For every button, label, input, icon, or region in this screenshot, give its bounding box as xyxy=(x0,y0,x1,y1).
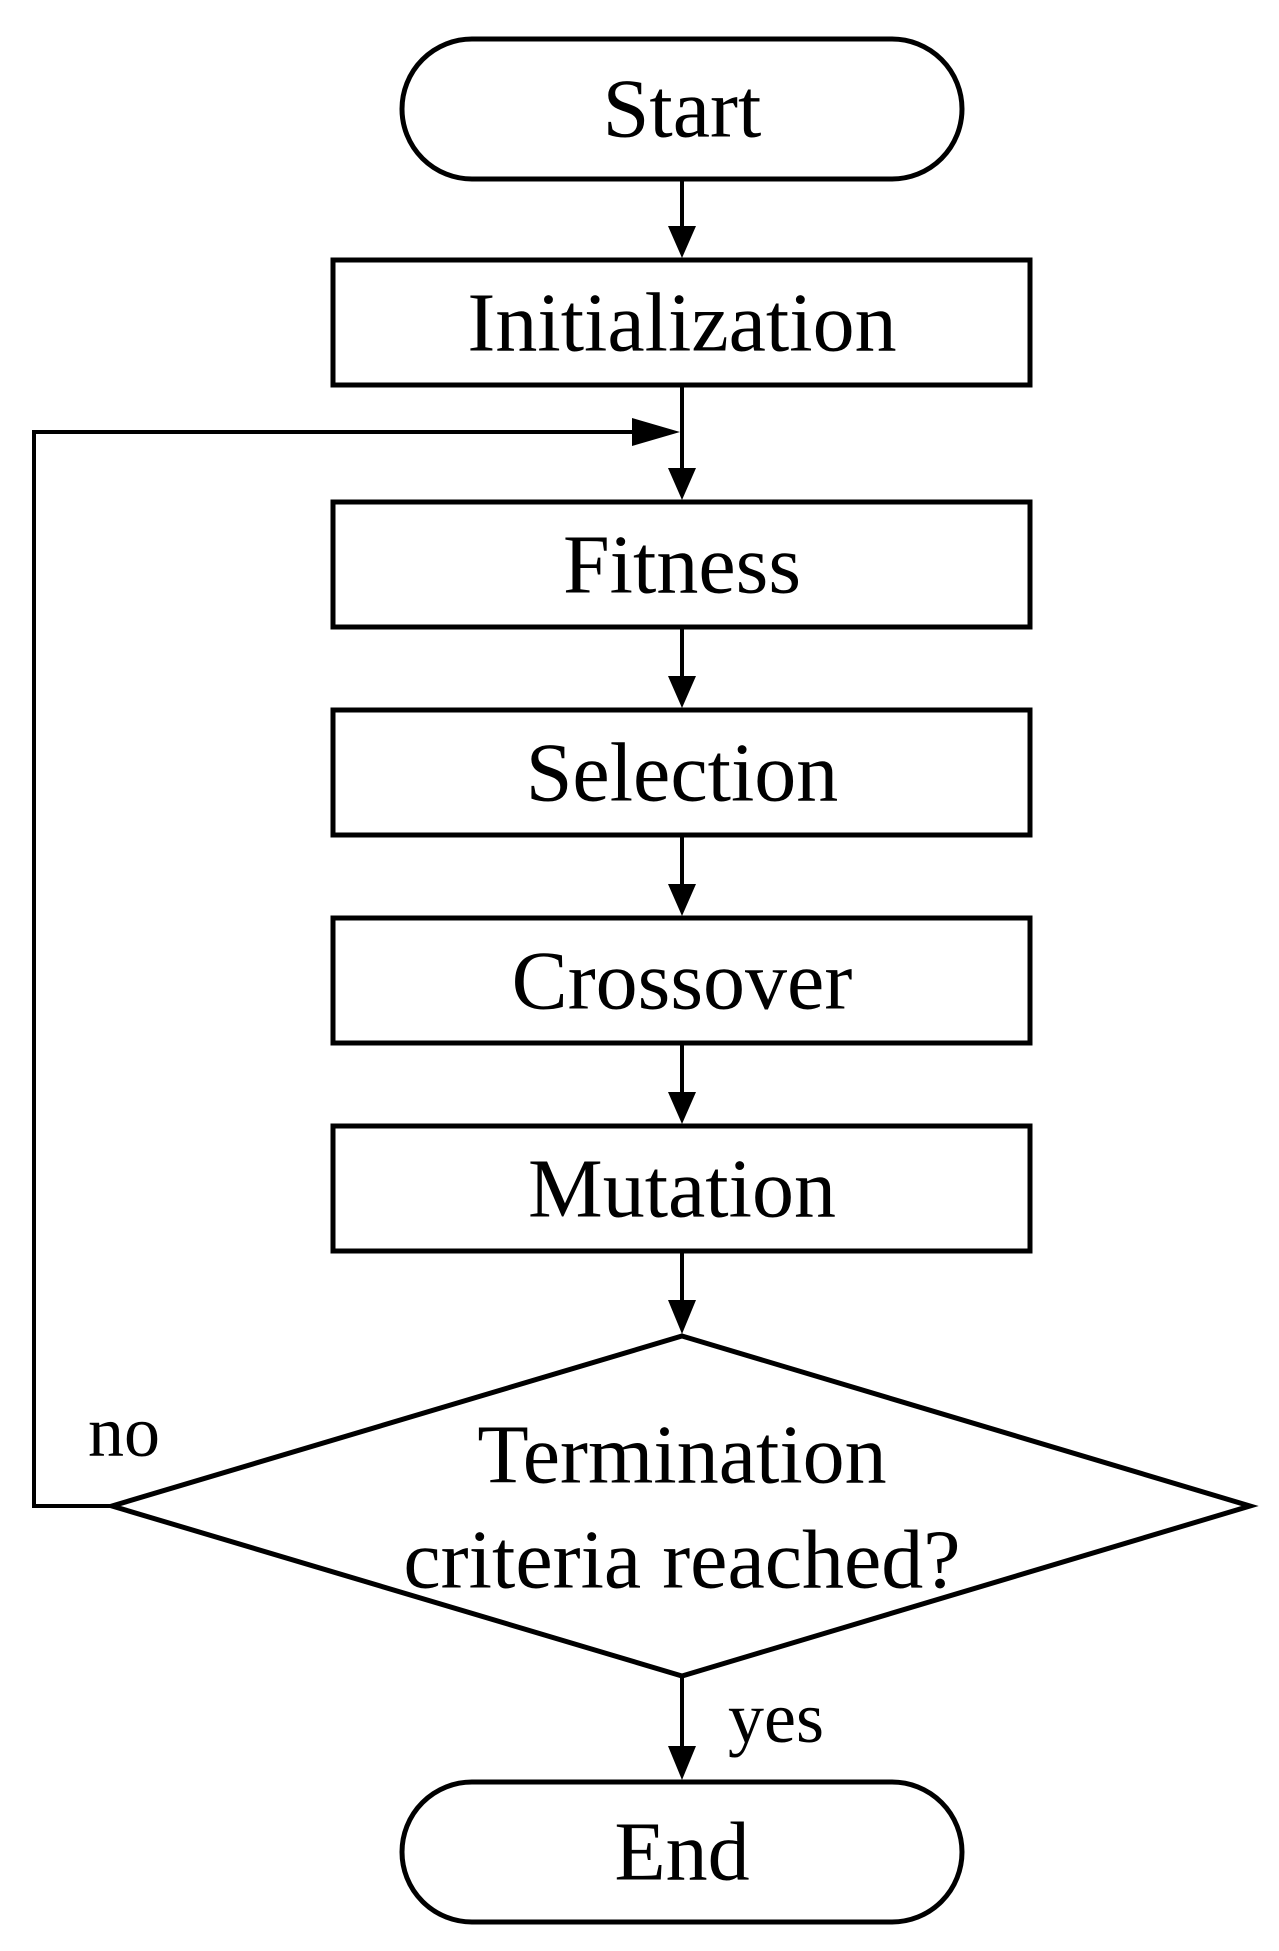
selection-box xyxy=(330,707,1033,838)
arrowhead-init-to-fitness xyxy=(668,468,696,500)
arrowhead-start-to-init xyxy=(668,226,696,258)
initialization-label: Initialization xyxy=(467,277,896,370)
arrowhead-selection-to-crossover xyxy=(668,884,696,916)
decision-line1: Termination xyxy=(477,1409,886,1502)
arrowhead-mutation-to-decision xyxy=(668,1300,696,1334)
termination-decision xyxy=(103,1333,1259,1679)
yes-label: yes xyxy=(728,1678,824,1758)
end-label: End xyxy=(614,1806,749,1899)
start-label: Start xyxy=(603,63,762,156)
no-label: no xyxy=(88,1392,160,1472)
arrowhead-loop-back xyxy=(632,418,680,446)
fitness-box xyxy=(330,499,1033,630)
crossover-label: Crossover xyxy=(512,935,853,1028)
decision-line2: criteria reached? xyxy=(403,1514,960,1607)
selection-label: Selection xyxy=(526,727,839,820)
loop-back-line xyxy=(32,430,648,1508)
fitness-label: Fitness xyxy=(563,519,801,612)
arrowhead-crossover-to-mutation xyxy=(668,1092,696,1124)
arrowhead-fitness-to-selection xyxy=(668,676,696,708)
mutation-label: Mutation xyxy=(528,1143,836,1236)
end-terminal xyxy=(399,1779,965,1925)
crossover-box xyxy=(330,915,1033,1046)
arrowhead-decision-to-end xyxy=(668,1746,696,1780)
initialization-box xyxy=(330,257,1033,388)
